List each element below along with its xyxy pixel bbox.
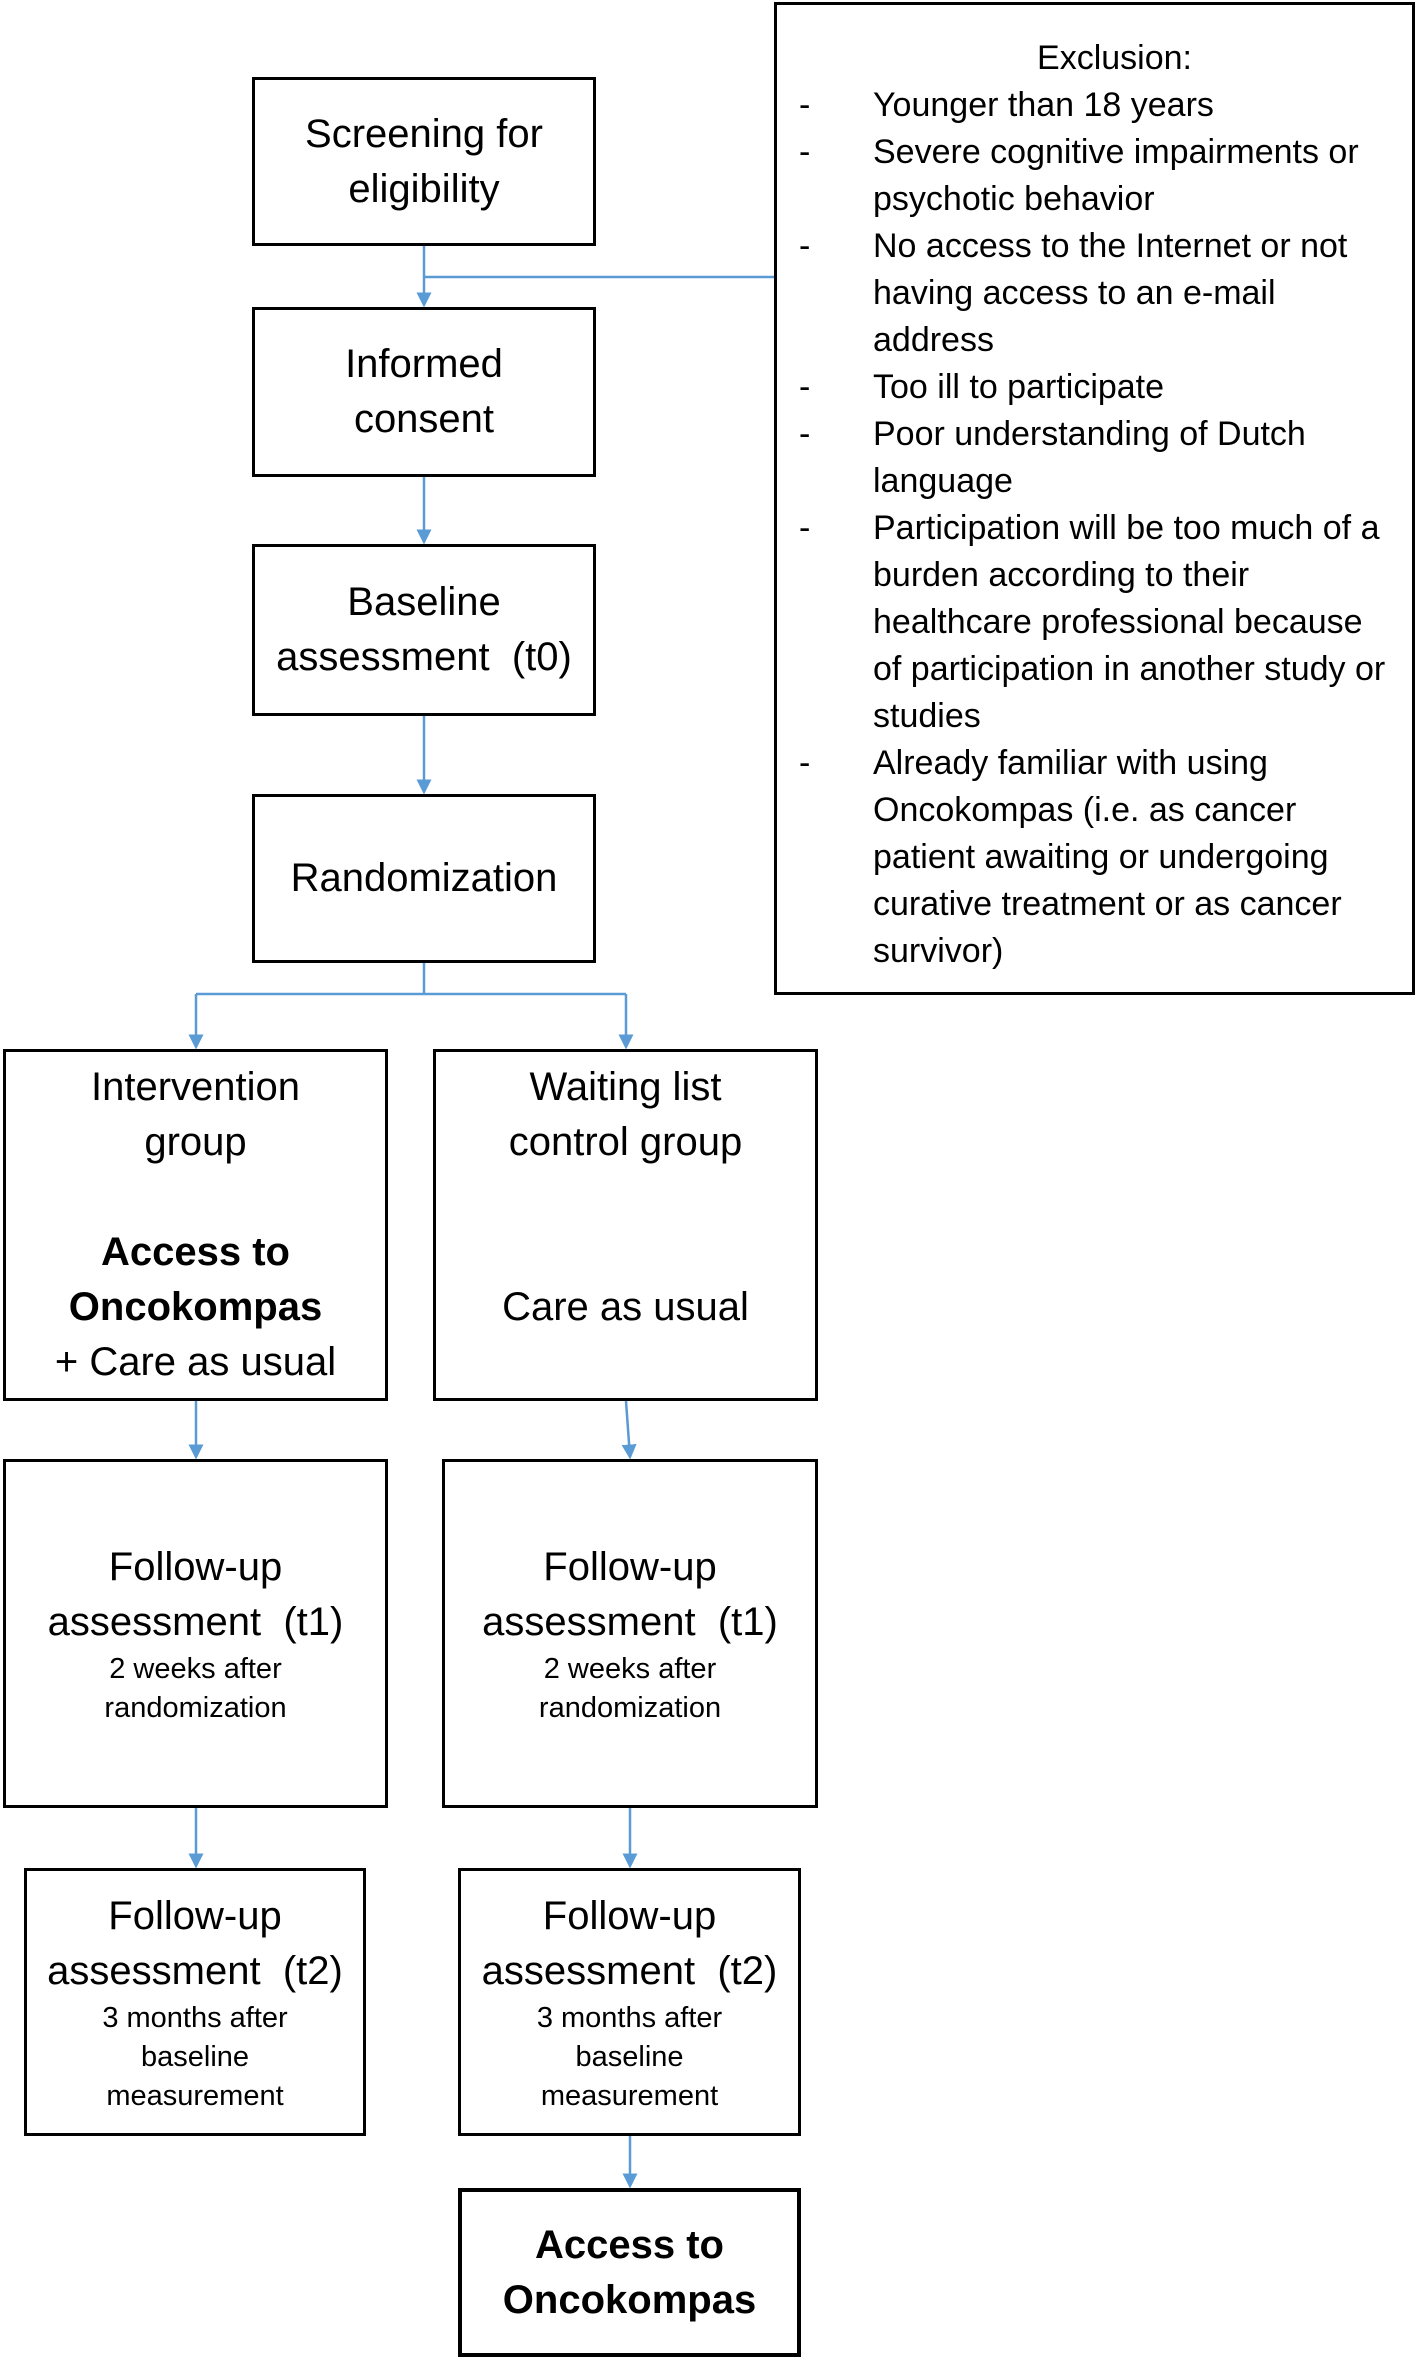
control-title-2: control group [508, 1120, 743, 1164]
followup-t1-title-1: Follow-up [543, 1544, 717, 1589]
exclusion-item: -No access to the Internet or not having… [799, 227, 1348, 359]
final-access-line-2: Oncokompas [502, 2277, 757, 2322]
control-followup-t1-box: Follow-up assessment (t1) 2 weeks after … [442, 1459, 818, 1808]
consent-line-2: consent [353, 397, 495, 441]
baseline-box: Baseline assessment (t0) [252, 544, 596, 716]
control-group-box: Waiting list control group Care as usual [433, 1049, 818, 1401]
intervention-title-1: Intervention [90, 1065, 301, 1109]
baseline-line-1: Baseline [347, 580, 501, 624]
followup-t2-note-1: 3 months after [102, 2001, 288, 2034]
followup-t1-title-2: assessment (t1) [482, 1599, 778, 1644]
followup-t1-note-2: randomization [104, 1691, 287, 1724]
exclusion-item: -Poor understanding of Dutch language [799, 415, 1306, 500]
exclusion-item: -Severe cognitive impairments or psychot… [799, 133, 1359, 218]
intervention-access-1: Access to [101, 1230, 290, 1274]
exclusion-item-text: No access to the Internet or not having … [873, 227, 1348, 359]
intervention-access-2: Oncokompas [68, 1285, 323, 1329]
exclusion-item-text: Too ill to participate [873, 368, 1165, 406]
control-followup-t2-box: Follow-up assessment (t2) 3 months after… [458, 1868, 801, 2136]
exclusion-item-text: Severe cognitive impairments or psychoti… [873, 133, 1359, 218]
followup-t2-title-1: Follow-up [108, 1893, 282, 1938]
intervention-followup-t2-box: Follow-up assessment (t2) 3 months after… [24, 1868, 366, 2136]
intervention-care: + Care as usual [54, 1340, 337, 1384]
randomization-box: Randomization [252, 794, 596, 963]
screening-box: Screening for eligibility [252, 77, 596, 246]
followup-t1-title-2: assessment (t1) [47, 1599, 344, 1644]
followup-t2-title-1: Follow-up [542, 1893, 717, 1938]
exclusion-item-text: Already familiar with using Oncokompas (… [873, 744, 1342, 970]
intervention-followup-t1-box: Follow-up assessment (t1) 2 weeks after … [3, 1459, 388, 1808]
followup-t2-note-3: measurement [106, 2079, 284, 2112]
followup-t2-note-1: 3 months after [536, 2001, 723, 2034]
exclusion-item-text: Younger than 18 years [873, 86, 1214, 124]
exclusion-item-text: Participation will be too much of a burd… [873, 509, 1386, 735]
exclusion-box: Exclusion: -Younger than 18 years -Sever… [774, 2, 1415, 995]
control-care: Care as usual [502, 1285, 749, 1329]
exclusion-title: Exclusion: [1037, 39, 1192, 77]
randomization-split [196, 963, 626, 996]
exclusion-item: -Younger than 18 years [799, 86, 1214, 124]
exclusion-list: -Younger than 18 years -Severe cognitive… [777, 82, 1412, 975]
final-access-box: Access to Oncokompas [458, 2188, 801, 2357]
exclusion-item: -Too ill to participate [799, 368, 1165, 406]
intervention-title-2: group [144, 1120, 247, 1164]
consent-line-1: Informed [345, 342, 503, 386]
screening-line-1: Screening for [305, 111, 543, 156]
followup-t1-note-1: 2 weeks after [543, 1652, 717, 1685]
final-access-line-1: Access to [535, 2222, 724, 2267]
followup-t2-note-2: baseline [575, 2040, 684, 2073]
exclusion-item: -Already familiar with using Oncokompas … [799, 744, 1342, 970]
control-title-1: Waiting list [529, 1065, 722, 1109]
exclusion-item: -Participation will be too much of a bur… [799, 509, 1386, 735]
arrow-control-t1 [621, 1400, 637, 1460]
followup-t2-note-2: baseline [140, 2040, 250, 2073]
followup-t2-note-3: measurement [540, 2079, 719, 2112]
followup-t1-note-1: 2 weeks after [109, 1652, 282, 1685]
followup-t2-title-2: assessment (t2) [47, 1948, 343, 1993]
baseline-line-2: assessment (t0) [276, 635, 572, 679]
screening-line-2: eligibility [348, 166, 500, 211]
followup-t2-title-2: assessment (t2) [481, 1948, 778, 1993]
followup-t1-title-1: Follow-up [108, 1544, 283, 1589]
intervention-group-box: Intervention group Access to Oncokompas … [3, 1049, 388, 1401]
randomization-label: Randomization [290, 856, 558, 900]
consent-box: Informed consent [252, 307, 596, 477]
exclusion-item-text: Poor understanding of Dutch language [873, 415, 1306, 500]
followup-t1-note-2: randomization [538, 1691, 722, 1724]
